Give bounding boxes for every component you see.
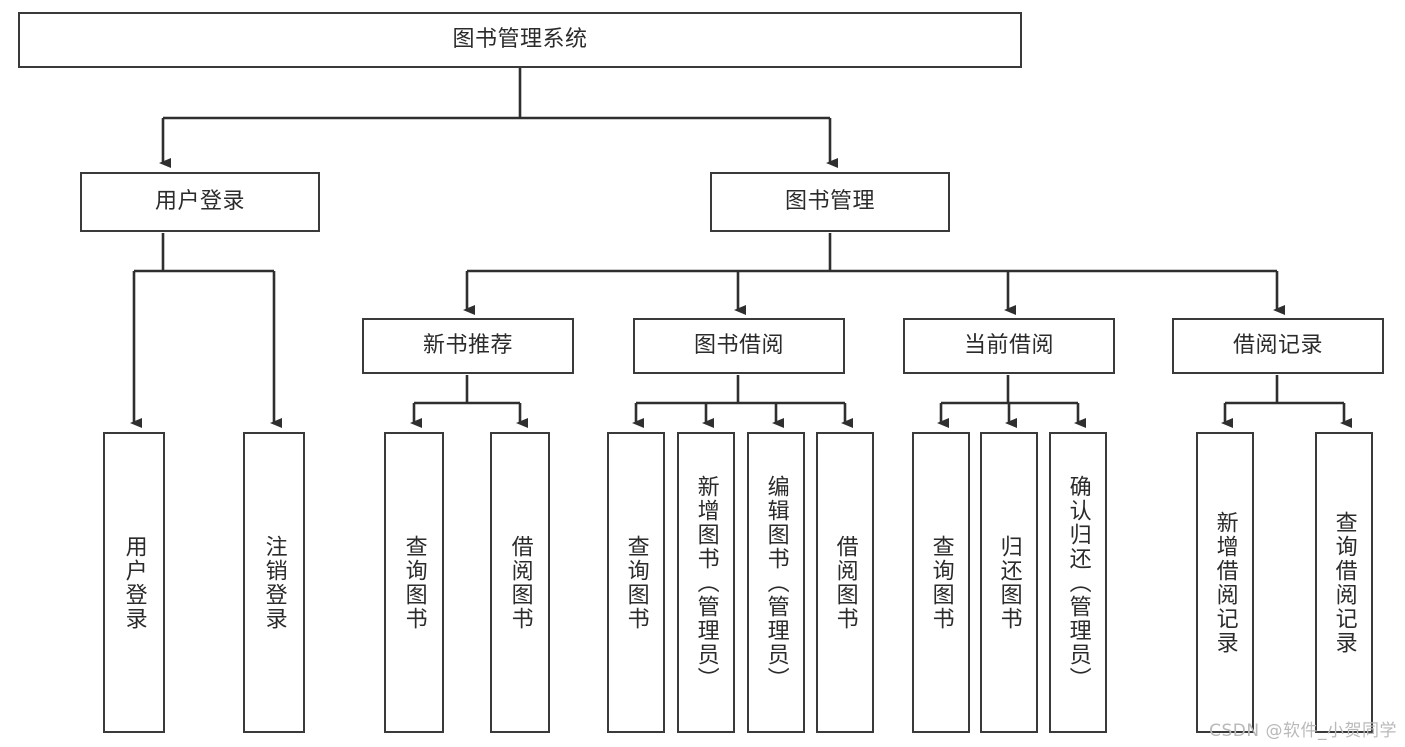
leaf-current-borrow-0[interactable]: 查询图书 <box>912 432 970 733</box>
leaf-book-borrow-1[interactable]: 新增图书（管理员） <box>677 432 735 733</box>
leaf-user-login-0[interactable]: 用户登录 <box>103 432 165 733</box>
node-label: 用户登录 <box>121 534 147 631</box>
leaf-current-borrow-2[interactable]: 确认归还（管理员） <box>1049 432 1107 733</box>
node-label: 用户登录 <box>154 188 245 214</box>
node-label: 查询图书 <box>928 534 954 631</box>
node-label: 查询图书 <box>623 534 649 631</box>
leaf-book-borrow-2[interactable]: 编辑图书（管理员） <box>747 432 805 733</box>
node-label: 新书推荐 <box>422 332 513 358</box>
node-user-login[interactable]: 用户登录 <box>80 172 320 232</box>
node-label: 注销登录 <box>261 534 287 631</box>
node-label: 新增借阅记录 <box>1212 510 1238 655</box>
watermark-csdn: CSDN @软件_小贺同学 <box>1209 721 1397 741</box>
node-label: 新增图书（管理员） <box>693 474 719 691</box>
leaf-new-book-recommend-0[interactable]: 查询图书 <box>384 432 444 733</box>
node-label: 借阅记录 <box>1232 332 1323 358</box>
node-label: 图书借阅 <box>693 332 784 358</box>
node-label: 归还图书 <box>996 534 1022 631</box>
leaf-borrow-record-1[interactable]: 查询借阅记录 <box>1315 432 1373 733</box>
node-current-borrow[interactable]: 当前借阅 <box>903 318 1115 374</box>
node-book-management[interactable]: 图书管理 <box>710 172 950 232</box>
leaf-book-borrow-0[interactable]: 查询图书 <box>607 432 665 733</box>
node-label: 借阅图书 <box>832 534 858 631</box>
leaf-user-login-1[interactable]: 注销登录 <box>243 432 305 733</box>
node-label: 借阅图书 <box>507 534 533 631</box>
node-label: 图书管理 <box>784 188 875 214</box>
leaf-new-book-recommend-1[interactable]: 借阅图书 <box>490 432 550 733</box>
node-borrow-record[interactable]: 借阅记录 <box>1172 318 1384 374</box>
node-root-book-management-system[interactable]: 图书管理系统 <box>18 12 1022 68</box>
node-new-book-recommend[interactable]: 新书推荐 <box>362 318 574 374</box>
node-label: 当前借阅 <box>963 332 1054 358</box>
node-label: 查询借阅记录 <box>1331 510 1357 655</box>
leaf-book-borrow-3[interactable]: 借阅图书 <box>816 432 874 733</box>
node-label: 确认归还（管理员） <box>1065 474 1091 691</box>
node-label: 查询图书 <box>401 534 427 631</box>
node-label: 编辑图书（管理员） <box>763 474 789 691</box>
leaf-borrow-record-0[interactable]: 新增借阅记录 <box>1196 432 1254 733</box>
node-label: 图书管理系统 <box>452 26 588 52</box>
node-book-borrow[interactable]: 图书借阅 <box>633 318 845 374</box>
leaf-current-borrow-1[interactable]: 归还图书 <box>980 432 1038 733</box>
